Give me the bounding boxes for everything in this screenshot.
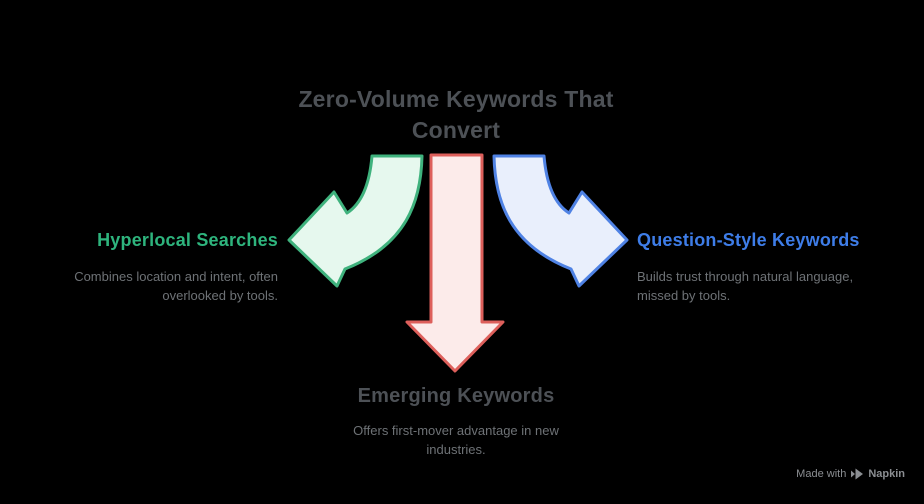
branch-description-line: overlooked by tools. bbox=[162, 288, 278, 303]
down-arrow-shape bbox=[405, 153, 505, 373]
page-title-line-1: Zero-Volume Keywords That bbox=[298, 86, 614, 112]
branch-description-hyperlocal: Combines location and intent, often over… bbox=[8, 267, 278, 305]
napkin-watermark[interactable]: Made with Napkin bbox=[796, 468, 905, 480]
branch-hyperlocal-searches: Hyperlocal Searches Combines location an… bbox=[8, 230, 278, 305]
left-curved-arrow-shape bbox=[287, 154, 424, 288]
branch-question-style-keywords: Question-Style Keywords Builds trust thr… bbox=[637, 230, 917, 305]
branch-description-question-style: Builds trust through natural language, m… bbox=[637, 267, 917, 305]
page-title-line-2: Convert bbox=[411, 117, 501, 143]
branch-description-line: Combines location and intent, often bbox=[74, 269, 278, 284]
branch-heading-emerging: Emerging Keywords bbox=[357, 385, 555, 407]
branch-emerging-keywords: Emerging Keywords Offers first-mover adv… bbox=[296, 385, 616, 459]
right-curved-arrow-shape bbox=[492, 154, 629, 288]
branch-description-line: missed by tools. bbox=[637, 288, 731, 303]
branch-description-line: Offers first-mover advantage in new bbox=[353, 423, 559, 438]
watermark-prefix-text: Made with bbox=[796, 468, 847, 480]
watermark-brand-text: Napkin bbox=[868, 468, 905, 480]
branch-heading-question-style: Question-Style Keywords bbox=[637, 230, 860, 250]
branch-description-line: Builds trust through natural language, bbox=[637, 269, 854, 284]
page-title: Zero-Volume Keywords That Convert bbox=[0, 84, 912, 146]
branch-description-line: industries. bbox=[426, 442, 486, 457]
branch-heading-hyperlocal: Hyperlocal Searches bbox=[97, 230, 278, 250]
branch-description-emerging: Offers first-mover advantage in new indu… bbox=[296, 421, 616, 459]
napkin-logo-icon bbox=[851, 468, 864, 480]
